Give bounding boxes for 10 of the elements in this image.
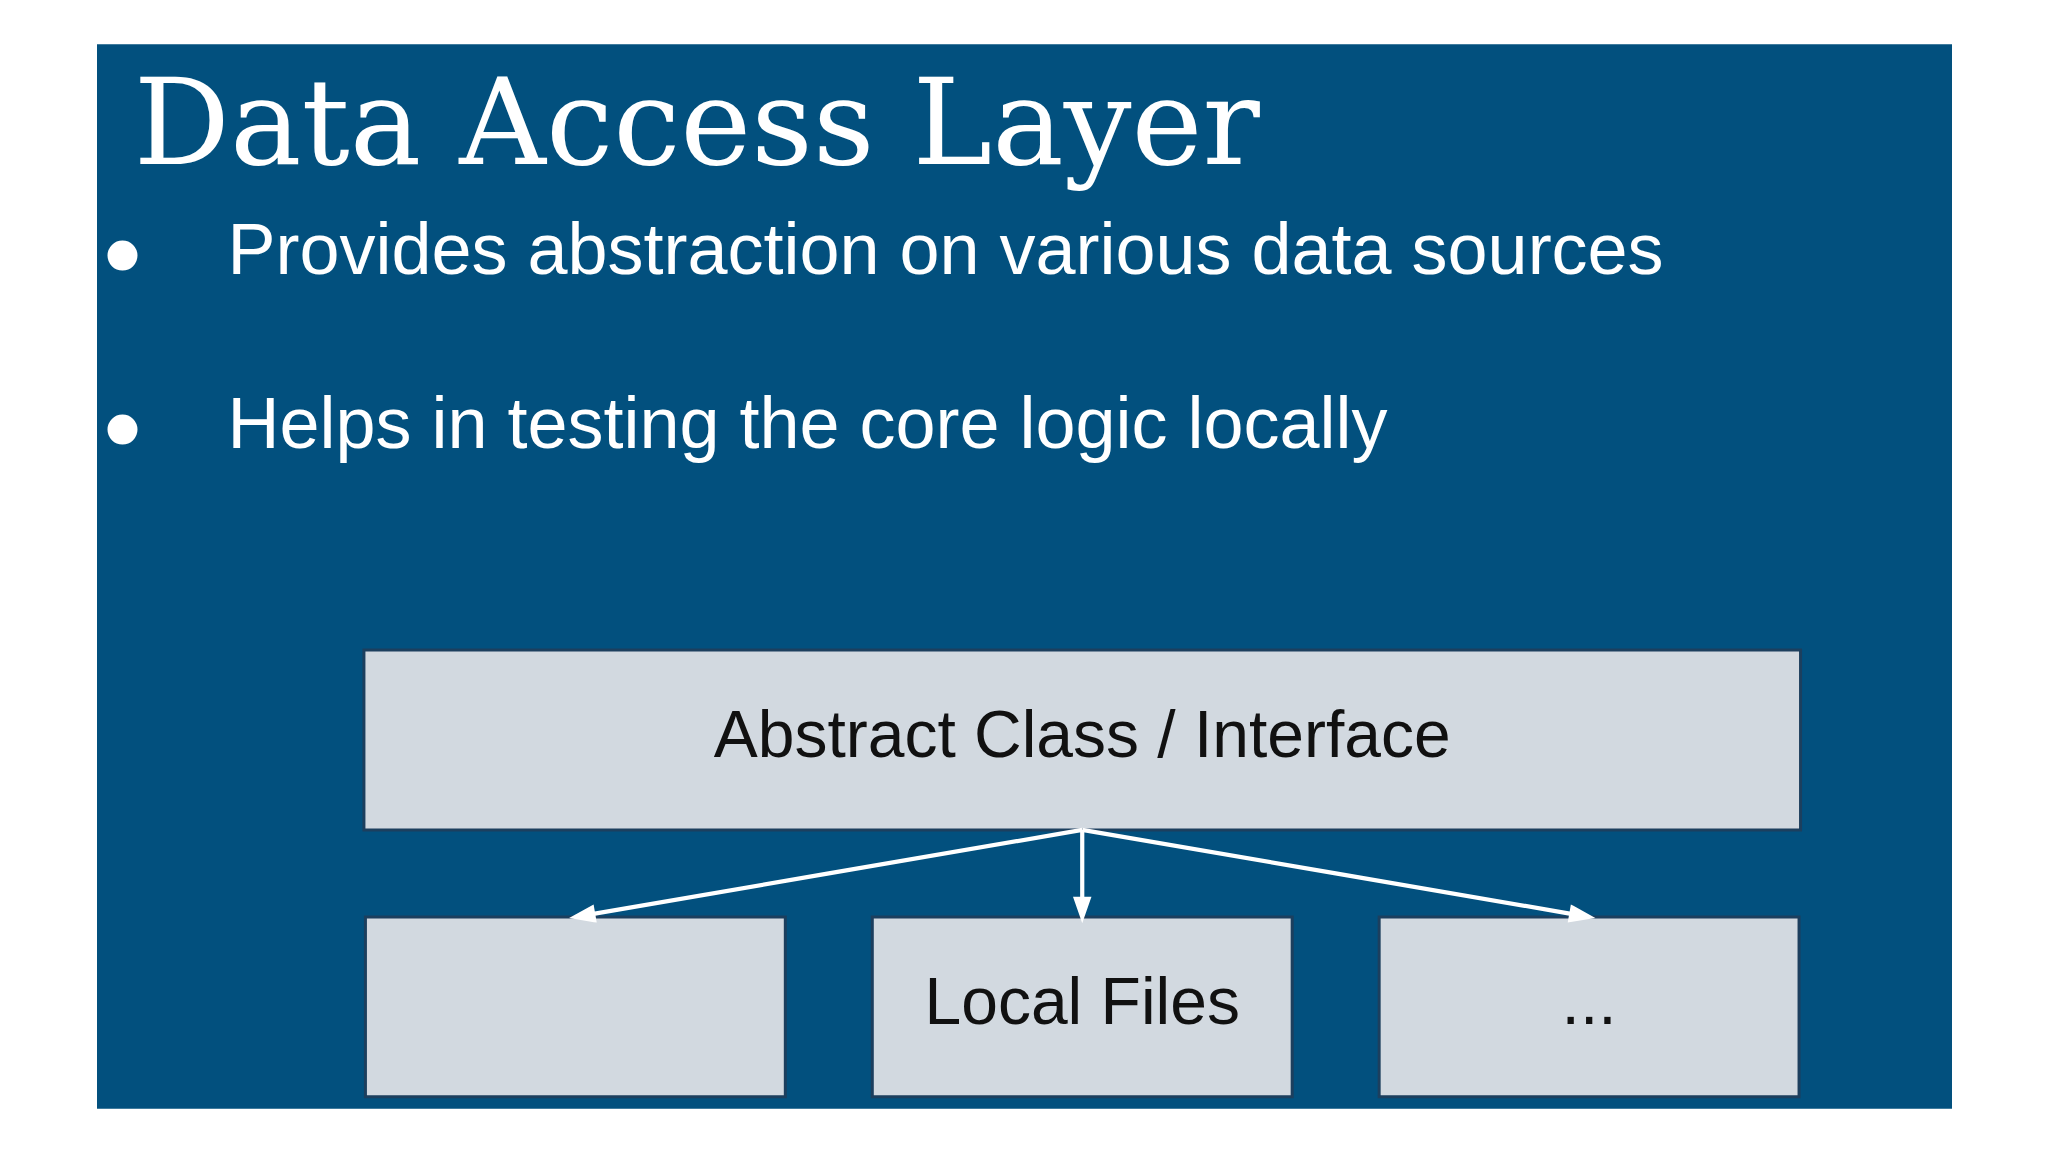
node-box: Local Files xyxy=(870,914,1294,1098)
arrow xyxy=(1072,829,1091,923)
label: Provides abstraction on various data sources xyxy=(226,208,1664,289)
node-box: ... xyxy=(1377,914,1801,1098)
arrow xyxy=(1081,827,1595,923)
node-box: Abstract Class / Interface xyxy=(361,648,1802,831)
node-box xyxy=(363,914,787,1098)
label: Helps in testing the core logic locally xyxy=(226,382,1388,463)
arrow xyxy=(568,827,1083,923)
diagram-title: Data Access Layer xyxy=(133,52,1260,192)
